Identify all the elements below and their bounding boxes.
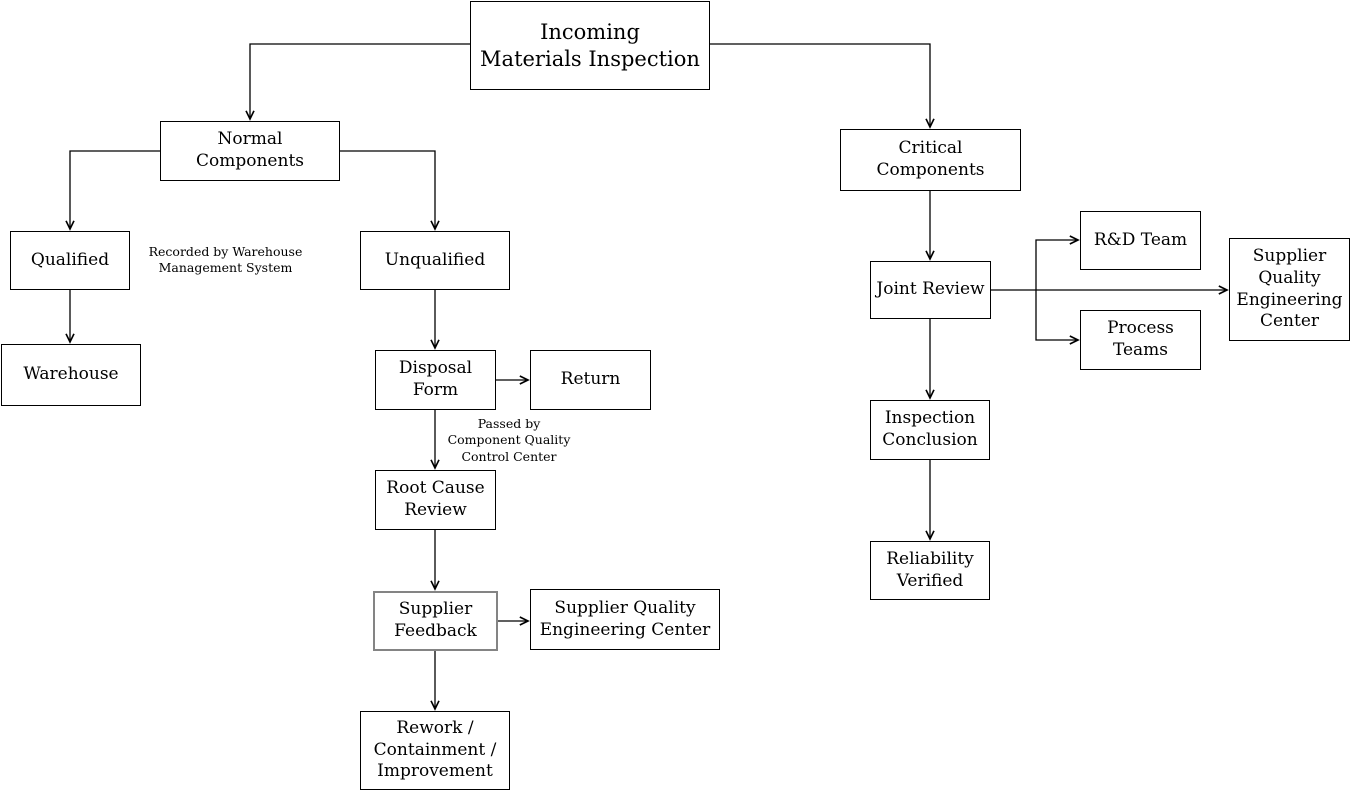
annotation-recorded-by-warehouse: Recorded by Warehouse Management System	[148, 244, 303, 276]
annotation-passed-by-cqcc: Passed by Component Quality Control Cent…	[447, 416, 571, 464]
node-unqualified[interactable]: Unqualified	[360, 231, 510, 290]
node-inspection-conclusion[interactable]: Inspection Conclusion	[870, 400, 990, 460]
node-joint-review[interactable]: Joint Review	[870, 261, 991, 319]
edge-joint-to-rnd	[1035, 240, 1078, 290]
node-reliability-verified[interactable]: Reliability Verified	[870, 541, 990, 600]
node-rework-containment-improvement[interactable]: Rework / Containment / Improvement	[360, 711, 510, 790]
node-root-cause-review[interactable]: Root Cause Review	[375, 470, 496, 530]
node-warehouse[interactable]: Warehouse	[1, 344, 141, 406]
edge-normal-to-unqualified	[340, 150, 435, 229]
edge-incoming-to-normal	[250, 43, 470, 119]
node-disposal-form[interactable]: Disposal Form	[375, 350, 496, 410]
node-normal-components[interactable]: Normal Components	[160, 121, 340, 181]
node-process-teams[interactable]: Process Teams	[1080, 310, 1201, 370]
edge-normal-to-qualified	[70, 150, 160, 229]
node-supplier-quality-engineering-center-left[interactable]: Supplier Quality Engineering Center	[530, 589, 720, 650]
node-rnd-team[interactable]: R&D Team	[1080, 211, 1201, 270]
node-supplier-quality-engineering-center-right[interactable]: Supplier Quality Engineering Center	[1229, 238, 1350, 341]
node-critical-components[interactable]: Critical Components	[840, 129, 1021, 191]
node-supplier-feedback[interactable]: Supplier Feedback	[373, 591, 498, 651]
edge-incoming-to-critical	[710, 43, 930, 127]
node-qualified[interactable]: Qualified	[10, 231, 130, 290]
node-incoming-materials-inspection[interactable]: Incoming Materials Inspection	[470, 1, 710, 90]
node-return[interactable]: Return	[530, 350, 651, 410]
edge-joint-to-process	[1035, 290, 1078, 340]
